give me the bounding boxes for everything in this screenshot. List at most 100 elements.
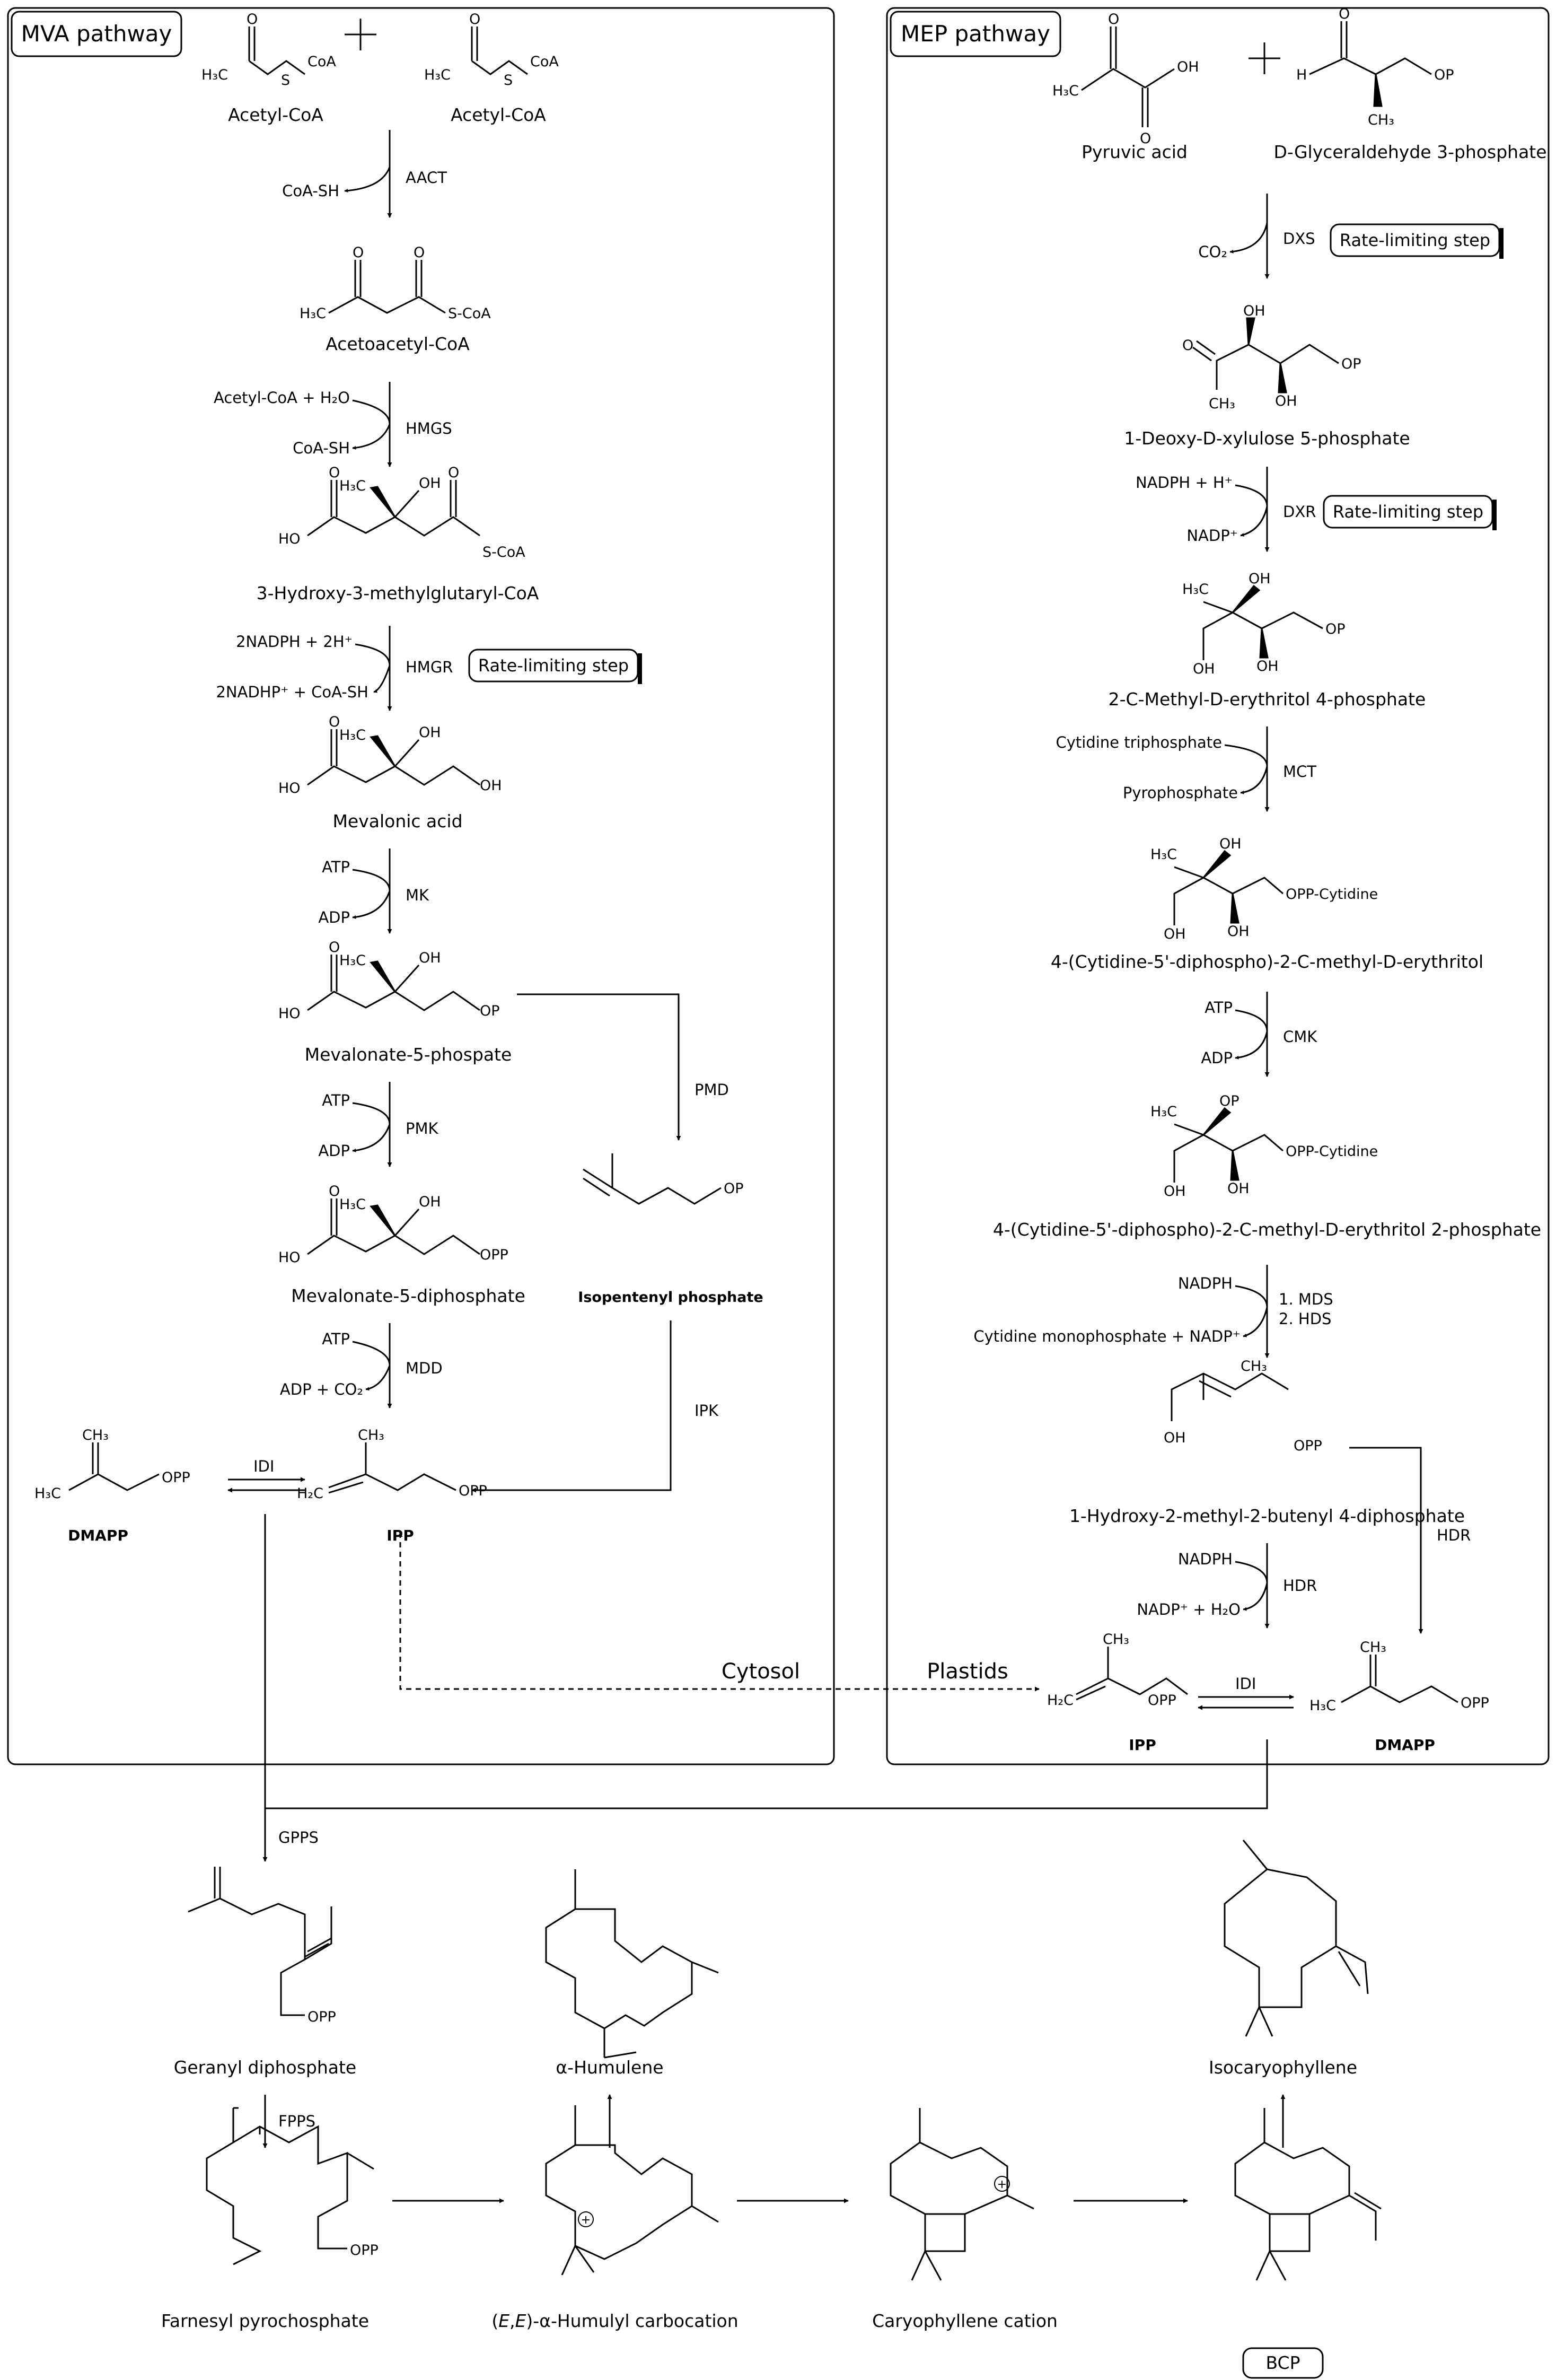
atom-label: HO	[278, 780, 301, 797]
atom-label: H₃C	[339, 952, 366, 969]
cytosol-label: Cytosol	[722, 1659, 800, 1684]
atom-label: OH	[419, 724, 441, 741]
g3p-structure	[1309, 21, 1432, 75]
atom-label: H₃C	[1150, 846, 1177, 863]
cdp-me-structure	[1173, 866, 1284, 925]
enzyme-cmk: CMK	[1283, 1028, 1317, 1046]
atom-label: O	[1182, 337, 1193, 354]
mevalonate-5p-structure	[307, 955, 480, 1011]
curve-mk	[352, 869, 391, 919]
curve-cmk	[1235, 1009, 1268, 1060]
atom-label: CH₃	[1368, 112, 1394, 128]
atom-label: H₃C	[201, 67, 228, 83]
enzyme-dxr: DXR	[1283, 503, 1316, 521]
atom-label: OH	[1177, 59, 1199, 75]
acetyl-coa-2-label: Acetyl-CoA	[451, 104, 546, 125]
atom-label: OH	[1249, 571, 1271, 587]
enzyme-hds: 2. HDS	[1279, 1310, 1331, 1328]
rate-limiting-hmgr-label: Rate-limiting step	[478, 655, 629, 676]
acetoacetyl-coa-label: Acetoacetyl-CoA	[326, 334, 470, 354]
acetyl-coa-1-label: Acetyl-CoA	[228, 104, 323, 125]
mep-panel: MEP pathway	[886, 7, 1550, 1765]
rate-limiting-hmgr: Rate-limiting step	[468, 649, 642, 684]
atom-label: OPP-Cytidine	[1286, 1143, 1378, 1160]
atom-label: H₂C	[297, 1485, 323, 1502]
enzyme-pmk: PMK	[406, 1119, 439, 1138]
atom-label: OPP	[1461, 1695, 1489, 1711]
atom-label: OP	[1434, 67, 1454, 83]
isopentenyl-phosphate-structure	[583, 1153, 722, 1205]
isocaryophyllene-structure	[1224, 1840, 1369, 2037]
enzyme-gpps: GPPS	[278, 1828, 319, 1847]
mevalonate-5p-wedge	[370, 960, 396, 992]
plastids-label: Plastids	[927, 1659, 1008, 1684]
atom-label: CH₃	[1241, 1358, 1267, 1375]
mevalonate-5pp-structure	[307, 1198, 480, 1255]
mva-panel-border	[7, 7, 835, 1765]
enzyme-mct: MCT	[1283, 763, 1316, 781]
ipp-mep-structure	[1076, 1647, 1188, 1701]
cofactor-acetylcoa-h2o: Acetyl-CoA + H₂O	[214, 389, 350, 407]
atom-label: OH	[419, 950, 441, 966]
atom-label: S	[281, 72, 290, 89]
mep-wedge-2	[1259, 628, 1269, 659]
atom-label: S-CoA	[448, 305, 491, 322]
cofactor-adp-mep: ADP	[1201, 1049, 1233, 1067]
dmapp-mep-structure	[1341, 1655, 1458, 1703]
ipp-mep-label: IPP	[1129, 1736, 1156, 1754]
humulyl-cation-charge: +	[578, 2211, 594, 2227]
atom-label: O	[329, 714, 340, 730]
cofactor-adp-2: ADP	[318, 1142, 350, 1160]
pyruvic-acid-structure	[1081, 27, 1175, 127]
enzyme-dxs: DXS	[1283, 230, 1315, 248]
cofactor-ctp: Cytidine triphosphate	[1056, 733, 1222, 751]
atom-label: OH	[1227, 1180, 1250, 1197]
curve-aact	[344, 167, 391, 193]
alpha-humulene-structure	[545, 1869, 719, 2059]
atom-label: OH	[1243, 303, 1265, 319]
atom-label: OH	[1164, 926, 1186, 942]
mevalonate-5pp-wedge	[370, 1204, 396, 1236]
mevalonic-acid-label: Mevalonic acid	[332, 811, 462, 832]
atom-label: OH	[1275, 393, 1297, 409]
atom-label: OH	[480, 777, 502, 794]
rate-limiting-dxs: Rate-limiting step	[1330, 223, 1504, 259]
rate-limiting-dxr-label: Rate-limiting step	[1333, 502, 1483, 522]
cofactor-nadp: NADP⁺	[1186, 527, 1238, 545]
enzyme-idi-mva: IDI	[253, 1457, 274, 1475]
curve-hmgs	[352, 399, 391, 450]
dxp-wedge-2	[1278, 363, 1287, 393]
atom-label: OP	[1341, 356, 1361, 372]
svg-text:+: +	[997, 2178, 1007, 2191]
cofactor-coash-2: CoA-SH	[293, 439, 350, 457]
cofactor-atp-2: ATP	[322, 1091, 350, 1109]
atom-label: H₃C	[300, 305, 326, 322]
geranyl-diphosphate-structure	[188, 1867, 332, 2016]
cdp-mep-wedge-1	[1202, 1107, 1232, 1136]
svg-text:+: +	[581, 2213, 591, 2227]
mep-structure	[1202, 601, 1323, 660]
hmbpp-label: 1-Hydroxy-2-methyl-2-butenyl 4-diphospha…	[1069, 1506, 1465, 1526]
geranyl-diphosphate-label: Geranyl diphosphate	[174, 2057, 356, 2078]
atom-label: O	[329, 1183, 340, 1200]
cofactor-atp-mep: ATP	[1205, 999, 1233, 1017]
atom-label: CoA	[307, 54, 336, 70]
mevalonic-acid-structure	[307, 729, 480, 786]
enzyme-idi-mep: IDI	[1235, 1675, 1256, 1693]
atom-label: H₃C	[339, 727, 366, 743]
enzyme-mds: 1. MDS	[1279, 1290, 1333, 1308]
mva-panel: MVA pathway	[7, 7, 835, 1765]
curve-hmgr	[355, 643, 391, 693]
caryophyllene-cation-label: Caryophyllene cation	[872, 2311, 1058, 2331]
enzyme-hmgr: HMGR	[406, 658, 453, 676]
bcp-structure	[1234, 2108, 1382, 2281]
cofactor-nadp-h2o: NADP⁺ + H₂O	[1137, 1600, 1241, 1618]
hmbpp-structure	[1171, 1372, 1289, 1421]
curve-mct	[1224, 744, 1268, 794]
atom-label: O	[247, 11, 258, 28]
curve-pmk	[352, 1102, 391, 1152]
atom-label: OH	[1193, 661, 1215, 677]
farnesyl-structure	[206, 2107, 374, 2265]
atom-label: O	[329, 939, 340, 956]
